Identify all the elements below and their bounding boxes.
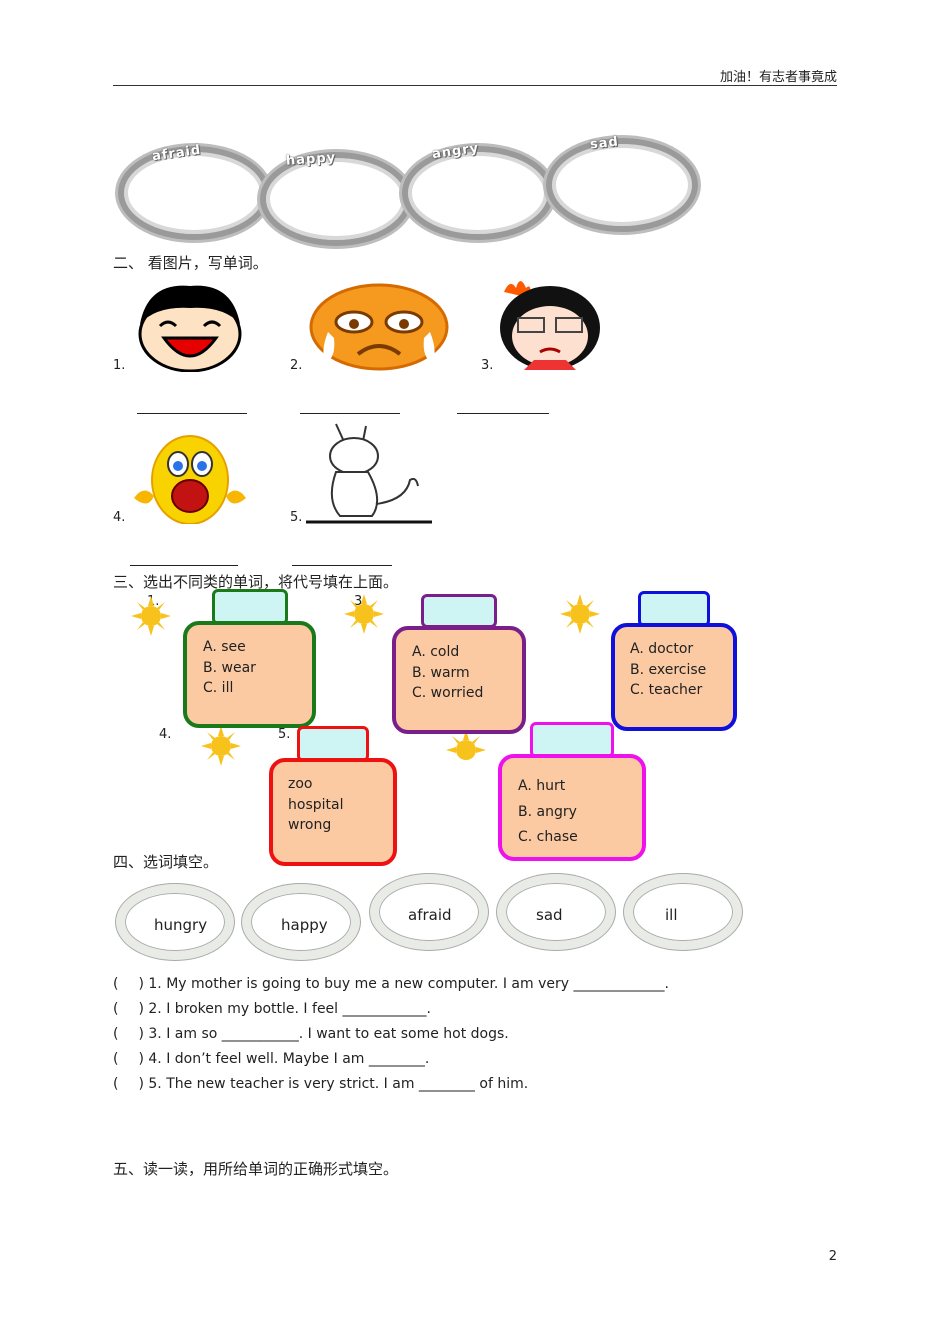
answer-paren-close[interactable]: )	[138, 1001, 144, 1017]
option: A. doctor	[630, 641, 694, 657]
sun-icon	[201, 726, 241, 766]
question-row: () 1. My mother is going to buy me a new…	[113, 976, 669, 992]
ring-sad	[546, 138, 698, 232]
word-bank-item: happy	[281, 916, 328, 934]
option: wrong	[288, 817, 332, 833]
answer-paren-close[interactable]: )	[138, 1051, 144, 1067]
question-row: () 3. I am so ___________. I want to eat…	[113, 1026, 509, 1042]
word-bank-item: hungry	[154, 916, 208, 934]
word-snake	[624, 874, 742, 950]
sun-icon	[560, 594, 600, 634]
word-group-1: A. see B. wear C. ill	[183, 621, 316, 728]
item-number: 4.	[113, 510, 126, 525]
section-5-title: 五、读一读，用所给单词的正确形式填空。	[113, 1160, 399, 1178]
option: hospital	[288, 796, 344, 813]
question-text: 4. I don’t feel well. Maybe I am _______…	[148, 1051, 430, 1067]
item-number: 3.	[481, 358, 494, 373]
answer-box-3[interactable]	[638, 591, 710, 627]
answer-paren-close[interactable]: )	[138, 1076, 144, 1092]
item-number: 5.	[290, 510, 303, 525]
answer-blank[interactable]	[457, 413, 549, 414]
item-number: 5.	[278, 727, 291, 742]
answer-paren-open[interactable]: (	[113, 976, 119, 992]
answer-paren-open[interactable]: (	[113, 1026, 119, 1042]
word-bank-item: ill	[665, 906, 678, 924]
question-text: 1. My mother is going to buy me a new co…	[148, 976, 669, 992]
answer-blank[interactable]	[130, 565, 238, 566]
laughing-face-icon	[138, 285, 242, 372]
answer-paren-close[interactable]: )	[138, 1026, 144, 1042]
answer-blank[interactable]	[300, 413, 400, 414]
item-number: 2.	[290, 358, 303, 373]
answer-box-4[interactable]	[297, 726, 369, 762]
option: B. angry	[518, 803, 577, 820]
option: C. worried	[412, 685, 484, 701]
ring-happy	[260, 152, 412, 246]
answer-blank[interactable]	[292, 565, 392, 566]
sun-icon	[344, 594, 384, 634]
word-snake	[370, 874, 488, 950]
question-row: () 2. I broken my bottle. I feel _______…	[113, 1001, 431, 1017]
answer-paren-close[interactable]: )	[138, 976, 144, 992]
sun-icon	[446, 730, 486, 760]
answer-blank[interactable]	[137, 413, 247, 414]
page-number: 2	[828, 1249, 837, 1264]
scared-face-icon	[134, 435, 246, 524]
option: B. exercise	[630, 661, 707, 678]
item-number: 4.	[159, 727, 172, 742]
question-row: () 4. I don’t feel well. Maybe I am ____…	[113, 1051, 429, 1067]
answer-paren-open[interactable]: (	[113, 1001, 119, 1017]
angry-girl-icon	[500, 281, 600, 370]
option: A. hurt	[518, 778, 566, 794]
word-group-2: A. cold B. warm C. worried	[392, 626, 526, 734]
word-snake	[497, 874, 615, 950]
option: C. chase	[518, 829, 578, 845]
question-text: 3. I am so ___________. I want to eat so…	[148, 1026, 509, 1042]
crying-face-icon	[309, 283, 449, 371]
answer-paren-open[interactable]: (	[113, 1051, 119, 1067]
header-divider	[113, 85, 837, 86]
item-number: 1.	[113, 358, 126, 373]
answer-paren-open[interactable]: (	[113, 1076, 119, 1092]
option: B. warm	[412, 664, 470, 681]
option: C. teacher	[630, 682, 703, 698]
option: A. cold	[412, 644, 460, 660]
word-group-3: A. doctor B. exercise C. teacher	[611, 623, 737, 731]
question-row: () 5. The new teacher is very strict. I …	[113, 1076, 528, 1092]
worried-creature-icon	[306, 423, 432, 524]
word-snake	[242, 884, 360, 960]
option: zoo	[288, 776, 313, 792]
header-motto: 加油！有志者事竟成	[719, 70, 837, 85]
word-bank-item: sad	[536, 906, 563, 924]
word-snake	[116, 884, 234, 960]
answer-box-2[interactable]	[421, 594, 497, 628]
section-3-title: 三、选出不同类的单词，将代号填在上面。	[113, 573, 399, 591]
ring-label: sad	[589, 134, 620, 153]
word-bank-item: afraid	[408, 906, 452, 924]
ring-angry	[402, 146, 554, 240]
option: B. wear	[203, 659, 256, 676]
ring-afraid	[118, 146, 270, 240]
section-4-title: 四、选词填空。	[113, 853, 219, 871]
answer-box-5[interactable]	[530, 722, 614, 758]
question-text: 5. The new teacher is very strict. I am …	[148, 1076, 529, 1092]
option: A. see	[203, 639, 246, 655]
section-2-title: 二、 看图片，写单词。	[113, 254, 268, 272]
option: C. ill	[203, 680, 234, 696]
word-group-4: zoo hospital wrong	[269, 758, 397, 866]
question-text: 2. I broken my bottle. I feel __________…	[148, 1001, 431, 1017]
answer-box-1[interactable]	[212, 589, 288, 625]
word-group-5: A. hurt B. angry C. chase	[498, 754, 646, 861]
sun-icon	[131, 596, 171, 636]
